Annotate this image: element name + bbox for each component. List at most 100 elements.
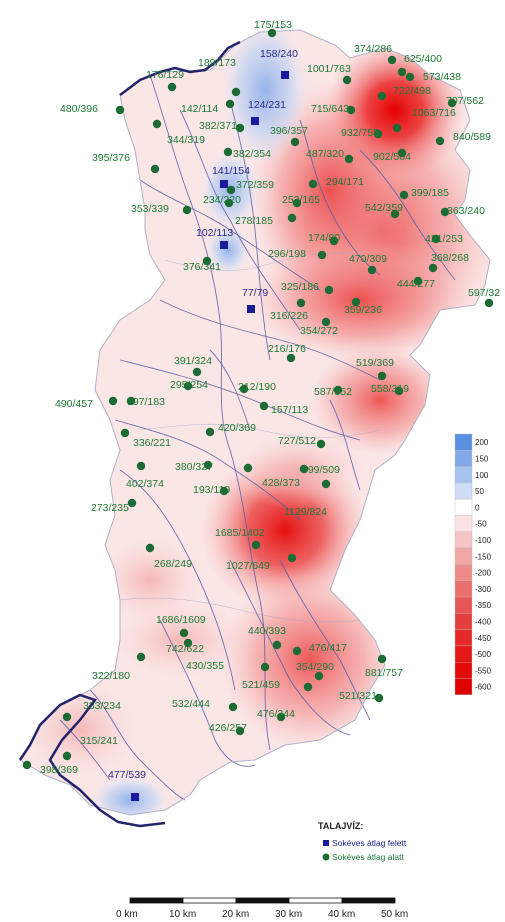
station-below-marker: [228, 702, 238, 712]
station-below-label: 742/622: [166, 643, 204, 655]
station-below-marker: [223, 147, 233, 157]
station-below-label: 336/221: [133, 437, 171, 449]
station-below-label: 363/240: [447, 205, 485, 217]
station-below-marker: [447, 98, 457, 108]
station-below-marker: [235, 726, 245, 736]
station-below-label: 316/226: [270, 310, 308, 322]
station-below-label: 212/190: [238, 381, 276, 393]
colorbar: 200150100500-50-100-150-200-300-350-400-…: [454, 433, 492, 695]
station-below-marker: [390, 209, 400, 219]
station-below-label: 440/393: [248, 625, 286, 637]
station-above-marker: [247, 305, 255, 313]
station-below-marker: [484, 298, 494, 308]
scale-segment: [235, 897, 290, 904]
station-below-label: 727/512: [278, 435, 316, 447]
station-below-marker: [440, 207, 450, 217]
colorbar-swatch: [454, 678, 473, 695]
station-above-marker: [220, 180, 228, 188]
station-below-label: 902/504: [373, 151, 411, 163]
station-below-label: 532/444: [172, 698, 210, 710]
station-above-label: 141/154: [212, 165, 250, 177]
national-border-south: [18, 693, 166, 828]
station-below-label: 399/185: [411, 187, 449, 199]
station-below-label: 374/286: [354, 43, 392, 55]
station-below-label: 315/241: [80, 735, 118, 747]
station-below-label: 354/272: [300, 325, 338, 337]
station-below-marker: [394, 386, 404, 396]
station-below-marker: [329, 236, 339, 246]
station-below-label: 881/757: [365, 667, 403, 679]
station-below-marker: [405, 72, 415, 82]
station-below-label: 142/114: [181, 103, 218, 115]
station-below-label: 278/185: [235, 215, 273, 227]
district-borders: [119, 252, 381, 623]
station-below-marker: [167, 82, 177, 92]
station-below-label: 398/369: [40, 764, 78, 776]
station-below-marker: [399, 190, 409, 200]
station-below-marker: [377, 654, 387, 664]
station-below-marker: [299, 464, 309, 474]
station-below-label: 480/396: [60, 103, 98, 115]
station-below-marker: [351, 297, 361, 307]
colorbar-label: 150: [475, 454, 489, 463]
station-below-marker: [127, 498, 137, 508]
station-below-label: 444/277: [397, 278, 435, 290]
colorbar-swatch: [454, 515, 473, 532]
station-below-marker: [324, 285, 334, 295]
station-below-marker: [367, 265, 377, 275]
colorbar-swatch: [454, 564, 473, 581]
national-border-north: [119, 40, 241, 96]
station-below-label: 197/183: [127, 396, 165, 408]
legend-below-label: Sokéves átlag alatt: [332, 852, 404, 862]
station-below-marker: [303, 682, 313, 692]
station-below-marker: [267, 28, 277, 38]
station-below-marker: [377, 371, 387, 381]
station-below-marker: [150, 164, 160, 174]
station-below-label: 359/236: [344, 304, 382, 316]
station-below-marker: [272, 640, 282, 650]
colorbar-label: 50: [475, 487, 484, 496]
station-below-label: 268/249: [154, 558, 192, 570]
scale-segment: [341, 897, 396, 904]
station-below-marker: [62, 751, 72, 761]
colorbar-label: 0: [475, 503, 480, 512]
station-below-marker: [373, 129, 383, 139]
station-below-marker: [287, 213, 297, 223]
station-below-label: 470/309: [349, 253, 387, 265]
station-below-marker: [308, 179, 318, 189]
station-below-marker: [387, 55, 397, 65]
station-below-label: 380/327: [175, 461, 213, 473]
station-below-label: 428/373: [262, 477, 300, 489]
station-below-marker: [397, 148, 407, 158]
colorbar-label: -500: [475, 650, 492, 659]
station-below-label: 368/268: [431, 252, 469, 264]
station-below-marker: [224, 198, 234, 208]
station-below-label: 1129/824: [284, 506, 327, 518]
colorbar-swatch: [454, 613, 473, 630]
colorbar-swatch: [454, 450, 473, 467]
station-below-label: 1001/763: [307, 63, 351, 75]
station-below-label: 420/369: [218, 422, 256, 434]
station-above-label: 77/79: [242, 287, 268, 299]
station-below-label: 597/32: [468, 287, 500, 299]
station-below-label: 176/129: [146, 69, 184, 81]
station-below-label: 573/438: [423, 71, 461, 83]
station-below-marker: [292, 198, 302, 208]
station-below-label: 253/165: [282, 194, 320, 206]
station-below-label: 1063/716: [412, 107, 456, 119]
station-below-label: 325/186: [281, 281, 319, 293]
station-below-marker: [276, 712, 286, 722]
station-below-marker: [243, 463, 253, 473]
colorbar-swatch: [454, 466, 473, 484]
station-below-label: 344/319: [167, 134, 205, 146]
station-below-label: 707/562: [446, 95, 484, 107]
station-below-label: 234/220: [203, 194, 241, 206]
station-below-marker: [392, 123, 402, 133]
station-below-marker: [251, 540, 261, 550]
station-below-marker: [260, 662, 270, 672]
station-below-marker: [431, 234, 441, 244]
station-below-label: 354/290: [296, 661, 334, 673]
colorbar-swatch: [454, 531, 473, 549]
legend-title: TALAJVÍZ:: [318, 821, 363, 831]
